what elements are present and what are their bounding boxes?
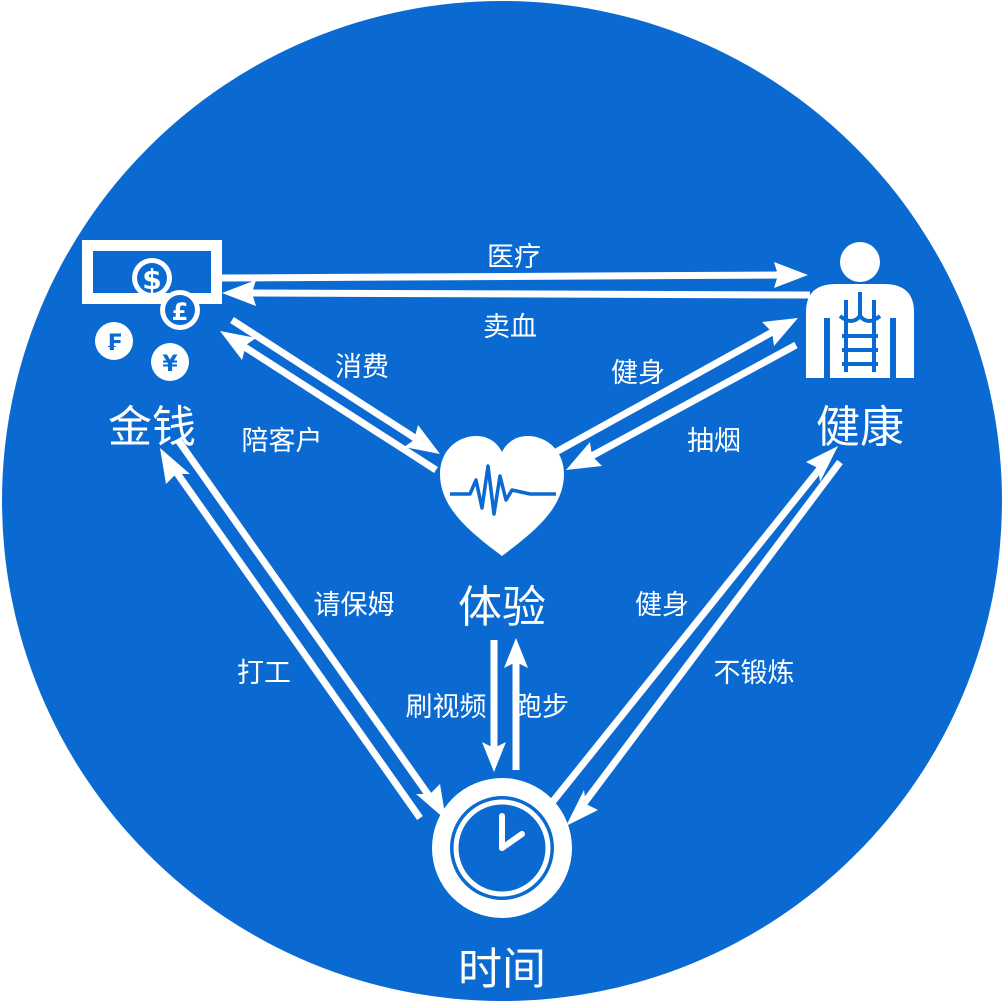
pound-symbol: £ (172, 298, 189, 326)
arrow-experience-to-health (554, 318, 798, 456)
node-label-health: 健康 (816, 402, 904, 453)
arrow-money-to-experience (230, 317, 440, 454)
edge-label-experience-to-time: 刷视频 (406, 692, 487, 723)
edge-label-money-to-experience: 消费 (335, 352, 389, 383)
edge-label-experience-to-money: 陪客户 (242, 426, 323, 457)
heart-heartbeat-icon (440, 436, 564, 556)
node-label-time: 时间 (458, 944, 546, 995)
franc-symbol: ₣ (106, 331, 121, 356)
arrow-time-to-health (543, 446, 838, 813)
arrow-health-to-time (566, 459, 843, 826)
arrow-health-to-money (222, 280, 811, 306)
edge-label-money-to-time: 请保姆 (314, 590, 395, 621)
edge-label-experience-to-health: 健身 (611, 358, 665, 389)
node-label-money: 金钱 (108, 402, 196, 453)
arrow-time-to-experience (504, 638, 528, 770)
money-bill-currency-icon: $ £ ₣ ¥ (82, 240, 222, 381)
arrow-time-to-money (160, 448, 423, 821)
human-body-organs-icon (806, 242, 914, 378)
edge-label-health-to-experience: 抽烟 (687, 426, 741, 457)
arrow-money-to-time (175, 437, 446, 820)
edge-label-health-to-time: 不锻炼 (714, 658, 795, 689)
clock-icon (432, 778, 572, 918)
edge-label-time-to-money: 打工 (237, 658, 291, 689)
node-label-experience: 体验 (458, 582, 546, 633)
yen-symbol: ¥ (162, 352, 178, 377)
arrow-health-to-experience (566, 341, 798, 470)
arrow-money-to-health (221, 262, 808, 288)
edge-label-time-to-experience: 跑步 (515, 692, 569, 723)
edge-label-health-to-money: 卖血 (483, 312, 537, 343)
arrow-experience-to-time (482, 640, 506, 772)
dollar-symbol: $ (142, 263, 161, 296)
arrow-experience-to-money (220, 331, 438, 473)
edge-label-time-to-health: 健身 (635, 590, 689, 621)
edge-label-money-to-health: 医疗 (487, 242, 541, 273)
